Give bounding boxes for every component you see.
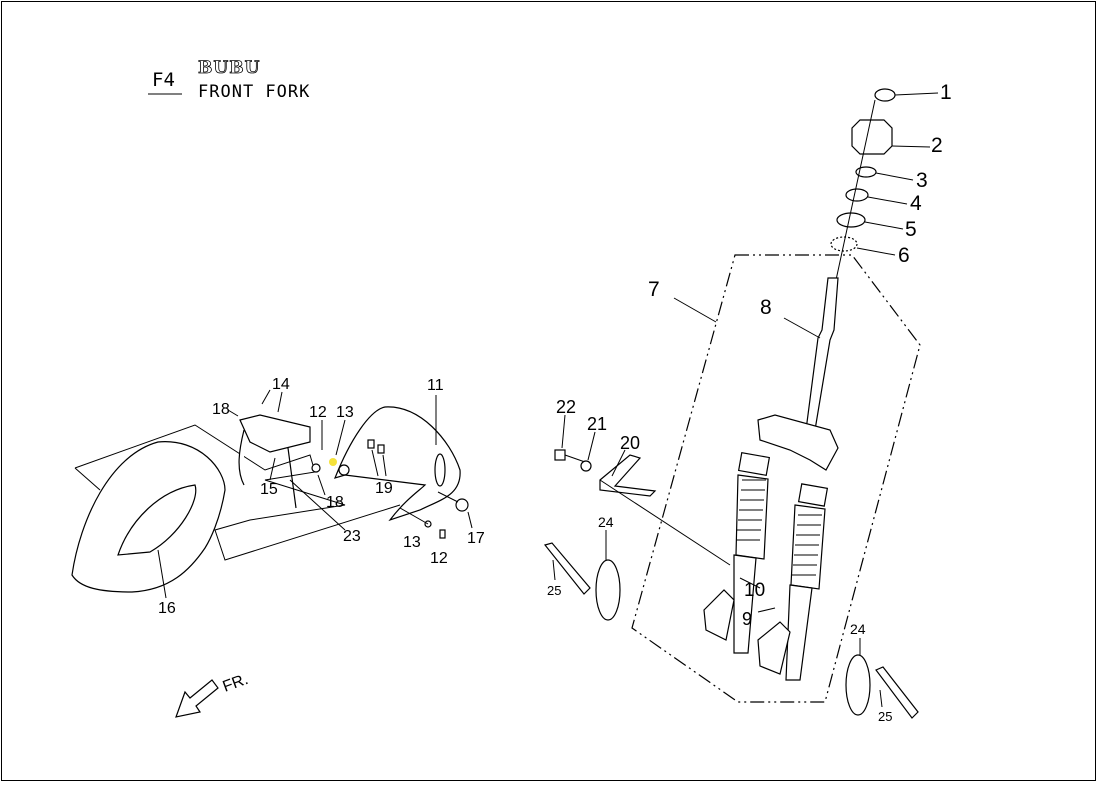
part-24-reflector-right: [845, 654, 871, 716]
callout-5: 5: [905, 218, 917, 241]
triple-clamp: [757, 414, 839, 471]
callout-8: 8: [760, 296, 772, 319]
part-25-decal-left: [543, 542, 591, 595]
diagram-code: F4: [152, 69, 175, 91]
part-25-decal-right: [875, 666, 919, 719]
highlight-marker: [329, 458, 337, 466]
steering-stem-parts: [830, 88, 939, 281]
callout-17: 17: [467, 530, 485, 547]
part-8-steering-stem: [757, 277, 839, 471]
part-17-clip: [455, 498, 469, 512]
part-23-fender-bracket: [238, 414, 311, 509]
callout-10: 10: [744, 580, 765, 601]
callout-12-bottom: 12: [430, 550, 448, 567]
callout-15: 15: [260, 481, 278, 498]
part-3-washer: [855, 166, 877, 178]
callout-18-left: 18: [212, 401, 230, 418]
callout-9: 9: [742, 609, 752, 629]
part-24-reflector-left: [595, 559, 621, 621]
callout-6: 6: [898, 244, 910, 267]
callout-12-top: 12: [309, 404, 327, 421]
callout-2: 2: [931, 134, 943, 157]
direction-label: FR.: [221, 671, 251, 696]
part-1-nut: [874, 88, 896, 102]
callout-13-top: 13: [336, 404, 354, 421]
part-22-bolt: [554, 449, 566, 461]
part-11-inner-fender: [333, 406, 461, 522]
callout-13-bottom: 13: [403, 534, 421, 551]
part-20-bracket: [599, 454, 657, 497]
title-block: F4 BUBU FRONT FORK: [148, 58, 310, 102]
arrow-icon: [175, 679, 219, 718]
callout-24-left: 24: [598, 514, 614, 530]
callout-18-right: 18: [326, 494, 344, 511]
callout-3: 3: [916, 169, 928, 192]
callout-24-right: 24: [850, 621, 866, 637]
part-2-nut: [851, 119, 893, 155]
callout-1: 1: [940, 81, 952, 104]
callout-4: 4: [910, 192, 922, 215]
part-4-bearing: [845, 188, 869, 202]
callout-22: 22: [556, 397, 576, 417]
front-fork-assembly-outline: [631, 254, 921, 703]
callout-19: 19: [375, 480, 393, 497]
callout-25-right: 25: [878, 709, 892, 724]
callout-7: 7: [648, 278, 660, 301]
left-assembly: [71, 389, 473, 599]
callout-14: 14: [272, 376, 290, 393]
callout-23: 23: [343, 528, 361, 545]
brand-name: BUBU: [198, 58, 260, 78]
part-10-left-fork-leg: [703, 452, 771, 654]
callout-21: 21: [587, 414, 607, 434]
diagram-title: FRONT FORK: [198, 82, 310, 102]
part-5-race: [836, 212, 866, 228]
brake-hose-bracket-parts: [554, 414, 731, 566]
callout-11: 11: [427, 377, 444, 394]
part-21-washer: [580, 460, 592, 472]
callout-16: 16: [158, 600, 176, 617]
callout-20: 20: [620, 433, 640, 453]
part-9-right-fork-leg: [757, 483, 829, 681]
callouts: 1 2 3 4 5 6 7 8 9 10 11 12 12 13 13 14 1…: [158, 81, 952, 724]
callout-25-left: 25: [547, 583, 561, 598]
front-direction-arrow: FR.: [175, 671, 251, 718]
